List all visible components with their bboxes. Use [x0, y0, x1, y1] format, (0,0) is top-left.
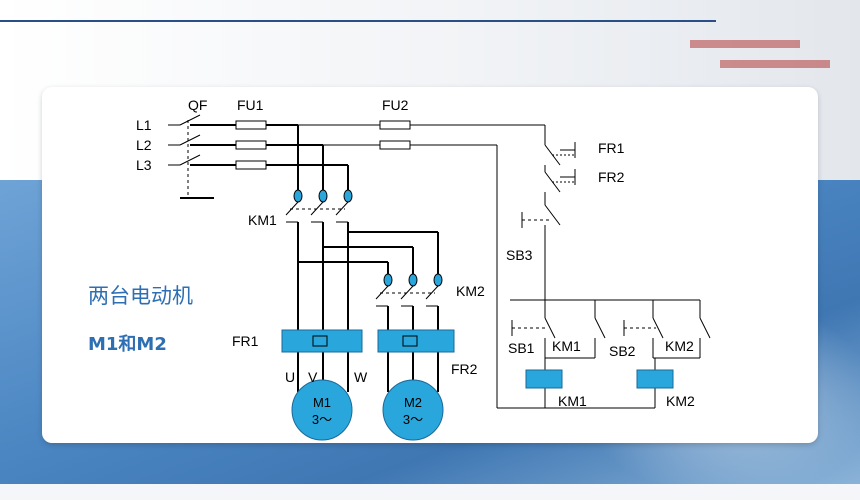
header-rule: [0, 20, 716, 22]
circuit-diagram: L1 L2 L3 QF FU1 FU2 KM1 KM2 FR1 FR2 U V …: [136, 97, 711, 441]
fuse-fu2: [379, 120, 411, 150]
fr-contacts: [544, 135, 576, 195]
coil-km1: [525, 369, 563, 389]
thermal-relay-fr2: [377, 329, 455, 353]
motor-m1-name: M1: [313, 395, 331, 410]
control-wires: [298, 124, 701, 409]
label-fr1-contact: FR1: [598, 140, 625, 156]
label-km1-main: KM1: [248, 212, 277, 228]
label-fr2-relay: FR2: [451, 361, 478, 377]
coil-km2: [636, 369, 674, 389]
label-qf: QF: [188, 97, 207, 113]
label-fu2: FU2: [382, 97, 409, 113]
label-fu1: FU1: [237, 97, 264, 113]
label-l1: L1: [136, 117, 152, 133]
label-w: W: [354, 369, 368, 385]
label-km2-coil: KM2: [666, 393, 695, 409]
decor-bar: [690, 40, 800, 48]
content-card: [42, 87, 818, 443]
label-v: V: [308, 369, 318, 385]
stop-button-sb3: [521, 204, 561, 228]
label-sb3: SB3: [506, 247, 533, 263]
label-sb1: SB1: [508, 340, 535, 356]
label-km1-aux: KM1: [552, 338, 581, 354]
label-km1-coil: KM1: [558, 393, 587, 409]
label-fr1-relay: FR1: [232, 333, 259, 349]
thermal-relay-fr1: [281, 329, 363, 353]
motor-m2-spec: 3～: [403, 412, 423, 427]
label-l3: L3: [136, 157, 152, 173]
start-buttons: [511, 317, 711, 339]
subheadline: M1和M2: [88, 334, 167, 355]
label-l2: L2: [136, 137, 152, 153]
motor-m2: [382, 379, 444, 441]
motor-m1: [291, 379, 353, 441]
decor-bar: [720, 60, 830, 68]
label-km2-main: KM2: [456, 283, 485, 299]
motor-m2-name: M2: [404, 395, 422, 410]
motor-m1-spec: 3～: [312, 412, 332, 427]
label-u: U: [285, 369, 295, 385]
wires: [190, 124, 439, 392]
contactor-km1-main: [285, 189, 353, 223]
contactor-km2-main: [375, 273, 443, 307]
headline: 两台电动机: [88, 284, 193, 308]
label-sb2: SB2: [609, 343, 636, 359]
label-fr2-contact: FR2: [598, 169, 625, 185]
label-km2-aux: KM2: [665, 338, 694, 354]
fuse-fu1: [235, 120, 267, 170]
breaker-qf: [168, 114, 214, 199]
